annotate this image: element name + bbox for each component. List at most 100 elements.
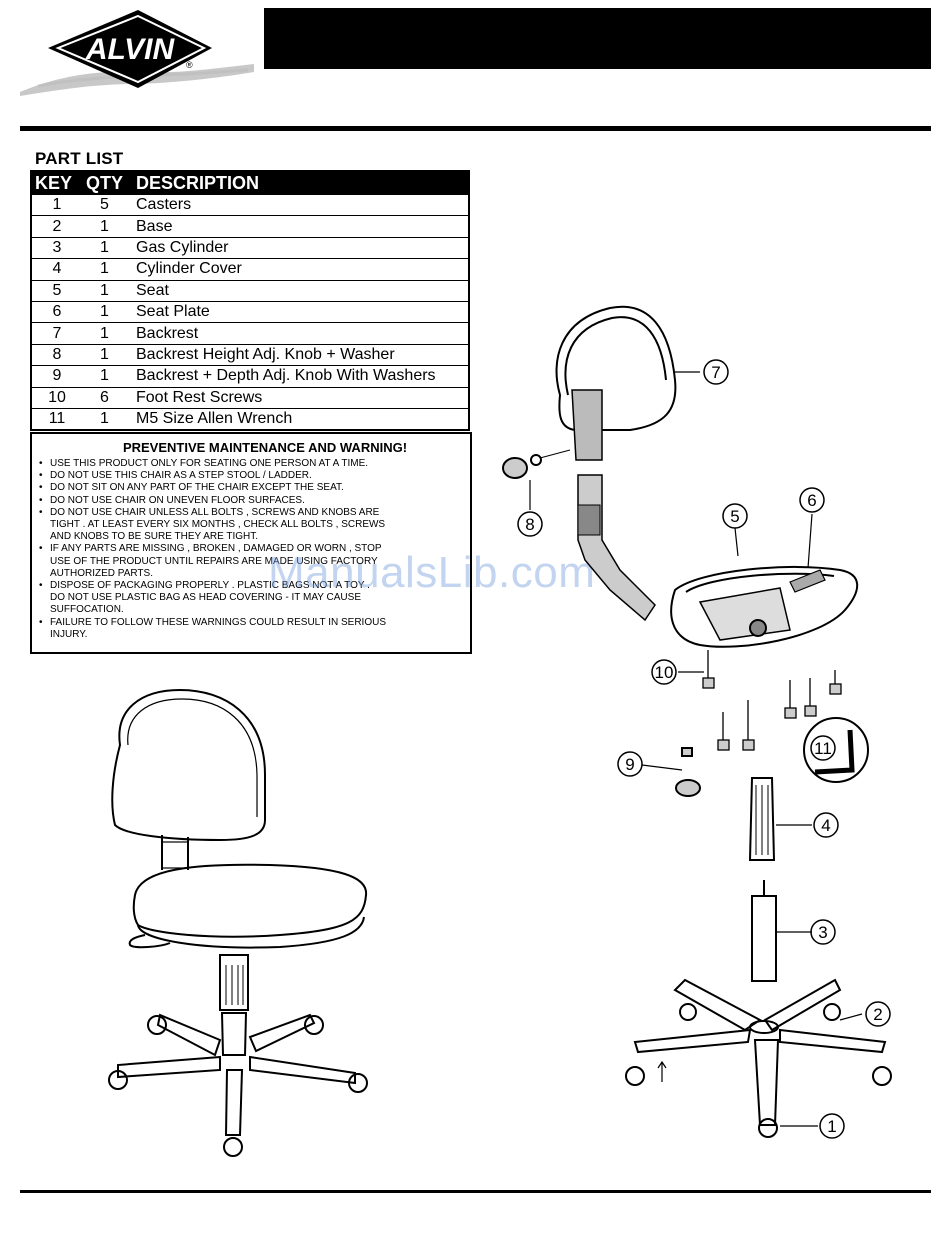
part-description: M5 Size Allen Wrench	[136, 410, 293, 428]
warning-text: DO NOT USE CHAIR UNLESS ALL BOLTS , SCRE…	[50, 506, 380, 518]
part-description: Seat	[136, 281, 169, 299]
warning-text: DO NOT USE PLASTIC BAG AS HEAD COVERING …	[50, 592, 361, 604]
warning-line: • IF ANY PARTS ARE MISSING , BROKEN , DAM…	[38, 543, 462, 555]
warning-text: USE THIS PRODUCT ONLY FOR SEATING ONE PE…	[50, 458, 369, 469]
table-row: 7 1 Backrest	[32, 322, 468, 343]
part-description: Gas Cylinder	[136, 238, 229, 256]
part-description: Base	[136, 217, 173, 235]
part-qty: 1	[100, 410, 109, 428]
callout-5: 5	[730, 507, 739, 526]
part-key: 6	[52, 303, 62, 321]
registered-mark: ®	[186, 60, 193, 70]
part-qty: 1	[100, 260, 109, 278]
warning-line: •DO NOT USE CHAIR ON UNEVEN FLOOR SURFAC…	[38, 495, 462, 507]
warning-text: TIGHT . AT LEAST EVERY SIX MONTHS , CHEC…	[50, 519, 386, 531]
callouts	[517, 359, 891, 1139]
callout-11: 11	[814, 739, 832, 758]
warning-line: TIGHT . AT LEAST EVERY SIX MONTHS , CHEC…	[38, 519, 462, 531]
header-qty: QTY	[85, 173, 123, 193]
warning-line: AUTHORIZED PARTS.	[38, 568, 462, 580]
part-key: 2	[52, 217, 62, 235]
part-qty: 1	[100, 324, 109, 342]
callout-8: 8	[525, 515, 534, 534]
callout-1: 1	[827, 1117, 836, 1136]
part-key: 3	[52, 238, 62, 256]
warning-text: AUTHORIZED PARTS.	[50, 567, 153, 579]
part-qty: 1	[100, 303, 109, 321]
warning-line: • DO NOT USE THIS CHAIR AS A STEP STOOL /…	[38, 470, 462, 482]
part-description: Foot Rest Screws	[136, 388, 263, 406]
warning-text: SUFFOCATION.	[50, 604, 124, 616]
header-description: DESCRIPTION	[136, 173, 260, 193]
callout-4: 4	[821, 816, 830, 835]
table-row: 8 1 Backrest Height Adj. Knob + Washer	[32, 343, 468, 365]
callout-7: 7	[711, 363, 720, 382]
warning-title: PREVENTIVE MAINTENANCE AND WARNING!	[122, 440, 408, 455]
watermark: ManualsLib.com	[268, 548, 596, 597]
warning-line: • USE THIS PRODUCT ONLY FOR SEATING ONE P…	[38, 458, 462, 470]
bullet-icon: •	[39, 506, 43, 518]
part-description: Backrest Height Adj. Knob + Washer	[136, 345, 395, 363]
bullet-icon: •	[39, 470, 43, 482]
parts-table-header: KEY QTY DESCRIPTION	[32, 172, 468, 195]
warning-line: •DO NOT SIT ON ANY PART OF THE CHAIR EXC…	[38, 482, 462, 494]
warning-line: • FAILURE TO FOLLOW THESE WARNINGS COULD …	[38, 617, 462, 629]
bullet-icon: •	[39, 458, 43, 469]
top-rule	[20, 126, 931, 131]
table-row: 2 1 Base	[32, 215, 468, 236]
warning-text: DO NOT SIT ON ANY PART OF THE CHAIR EXCE…	[50, 482, 344, 494]
part-qty: 1	[100, 367, 109, 385]
part-key: 9	[52, 367, 62, 385]
table-row: 4 1 Cylinder Cover	[32, 258, 468, 279]
part-description: Backrest + Depth Adj. Knob With Washers	[136, 367, 436, 385]
header-key: KEY	[35, 173, 73, 193]
part-qty: 1	[100, 345, 109, 363]
warning-line: INJURY.	[38, 629, 462, 641]
logo-text: ALVIN	[85, 33, 176, 66]
callout-10: 10	[655, 663, 674, 682]
warning-text: FAILURE TO FOLLOW THESE WARNINGS COULD R…	[50, 616, 386, 628]
part-key: 4	[52, 260, 62, 278]
warning-line: DO NOT USE PLASTIC BAG AS HEAD COVERING …	[38, 592, 462, 604]
warning-line: SUFFOCATION.	[38, 604, 462, 616]
part-qty: 5	[100, 196, 109, 214]
part-description: Backrest	[136, 324, 199, 342]
callout-3: 3	[818, 923, 827, 942]
warning-text: DISPOSE OF PACKAGING PROPERLY . PLASTIC …	[50, 580, 370, 592]
warning-line: •DISPOSE OF PACKAGING PROPERLY . PLASTIC…	[38, 580, 462, 592]
warning-line: AND KNOBS TO BE SURE THEY ARE TIGHT.	[38, 531, 462, 543]
bottom-rule	[20, 1190, 931, 1193]
callout-6: 6	[807, 491, 816, 510]
table-row: 9 1 Backrest + Depth Adj. Knob With Washer…	[32, 365, 468, 386]
table-row: 5 1 Seat	[32, 279, 468, 301]
part-key: 8	[52, 345, 62, 363]
warning-text: IF ANY PARTS ARE MISSING , BROKEN , DAMA…	[50, 543, 382, 555]
part-description: Cylinder Cover	[136, 260, 242, 278]
part-description: Seat Plate	[136, 303, 210, 321]
table-row: 6 1 Seat Plate	[32, 300, 468, 322]
exploded-view-illustration: 7 8 5 6 10 9 4 3 2 1 11	[490, 300, 910, 1150]
warning-text: USE OF THE PRODUCT UNTIL REPAIRS ARE MAD…	[50, 555, 378, 567]
warning-text: DO NOT USE THIS CHAIR AS A STEP STOOL / …	[50, 470, 312, 482]
part-key: 1	[52, 196, 62, 214]
part-qty: 1	[100, 281, 109, 299]
bullet-icon: •	[39, 494, 43, 506]
warning-line: USE OF THE PRODUCT UNTIL REPAIRS ARE MAD…	[38, 556, 462, 568]
warning-text: AND KNOBS TO BE SURE THEY ARE TIGHT.	[50, 531, 259, 543]
bullet-icon: •	[39, 543, 43, 555]
part-key: 5	[52, 281, 62, 299]
part-key: 11	[48, 410, 66, 428]
part-qty: 1	[100, 217, 109, 235]
callout-2: 2	[873, 1005, 882, 1024]
alvin-logo: ALVIN ®	[18, 6, 258, 102]
table-row: 3 1 Gas Cylinder	[32, 236, 468, 258]
warning-list: • USE THIS PRODUCT ONLY FOR SEATING ONE P…	[38, 458, 462, 641]
part-key: 7	[52, 324, 62, 342]
warning-box: PREVENTIVE MAINTENANCE AND WARNING! • USE…	[30, 432, 472, 654]
part-qty: 1	[100, 238, 109, 256]
bullet-icon: •	[39, 616, 43, 628]
